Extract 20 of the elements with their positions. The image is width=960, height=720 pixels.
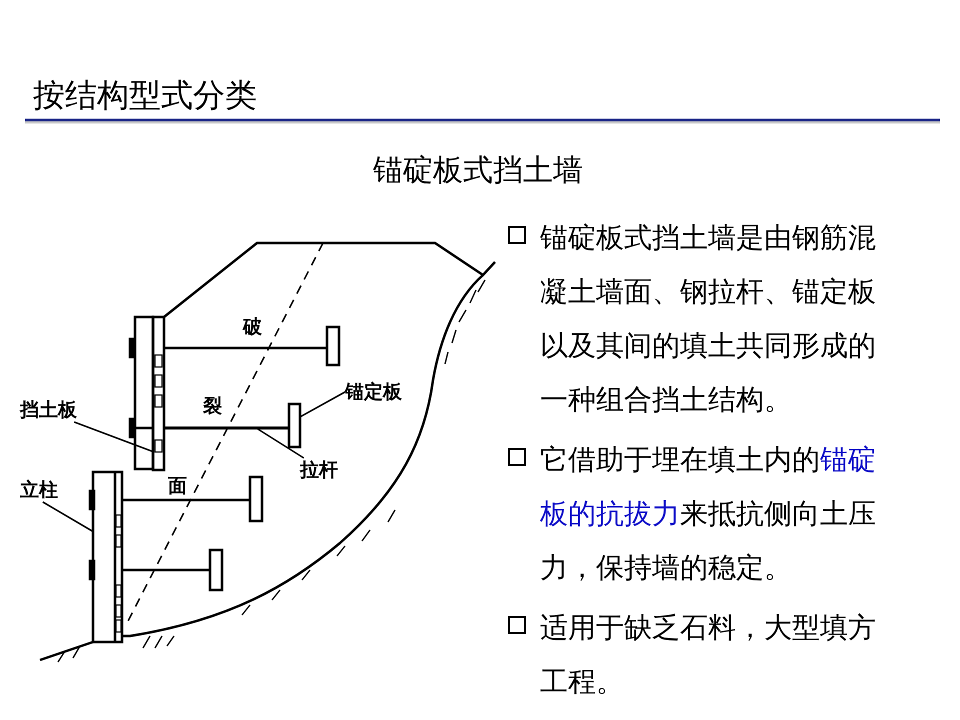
leader-line <box>300 391 346 418</box>
crack-label: 裂 <box>203 394 222 419</box>
bullet-text: 它借助于埋在填土内的锚碇板的抗拔力来抵抗侧向土压力，保持墙的稳定。 <box>540 442 877 586</box>
diagram-heading: 锚碇板式挡土墙 <box>372 152 584 190</box>
part-label: 拉杆 <box>300 458 338 482</box>
tie-rod <box>164 426 290 430</box>
wall-column <box>92 470 124 644</box>
part-label: 锚定板 <box>345 380 402 404</box>
bullet-text: 适用于缺乏石料，大型填方工程。 <box>540 610 877 700</box>
part-label: 立柱 <box>20 478 58 502</box>
anchor-plate <box>288 402 302 448</box>
crack-label: 破 <box>243 315 262 340</box>
leader-line <box>257 428 304 459</box>
crack-label: 面 <box>168 474 187 499</box>
leader-line <box>74 421 154 452</box>
part-label: 挡土板 <box>20 398 77 422</box>
facing-panel <box>152 316 166 472</box>
bullet-text: 锚碇板式挡土墙是由钢筋混凝土墙面、钢拉杆、锚定板以及其间的填土共同形成的一种组合挡土结构。 <box>540 220 877 418</box>
leader-line <box>42 501 94 532</box>
slide-title: 按结构型式分类 <box>33 75 257 116</box>
